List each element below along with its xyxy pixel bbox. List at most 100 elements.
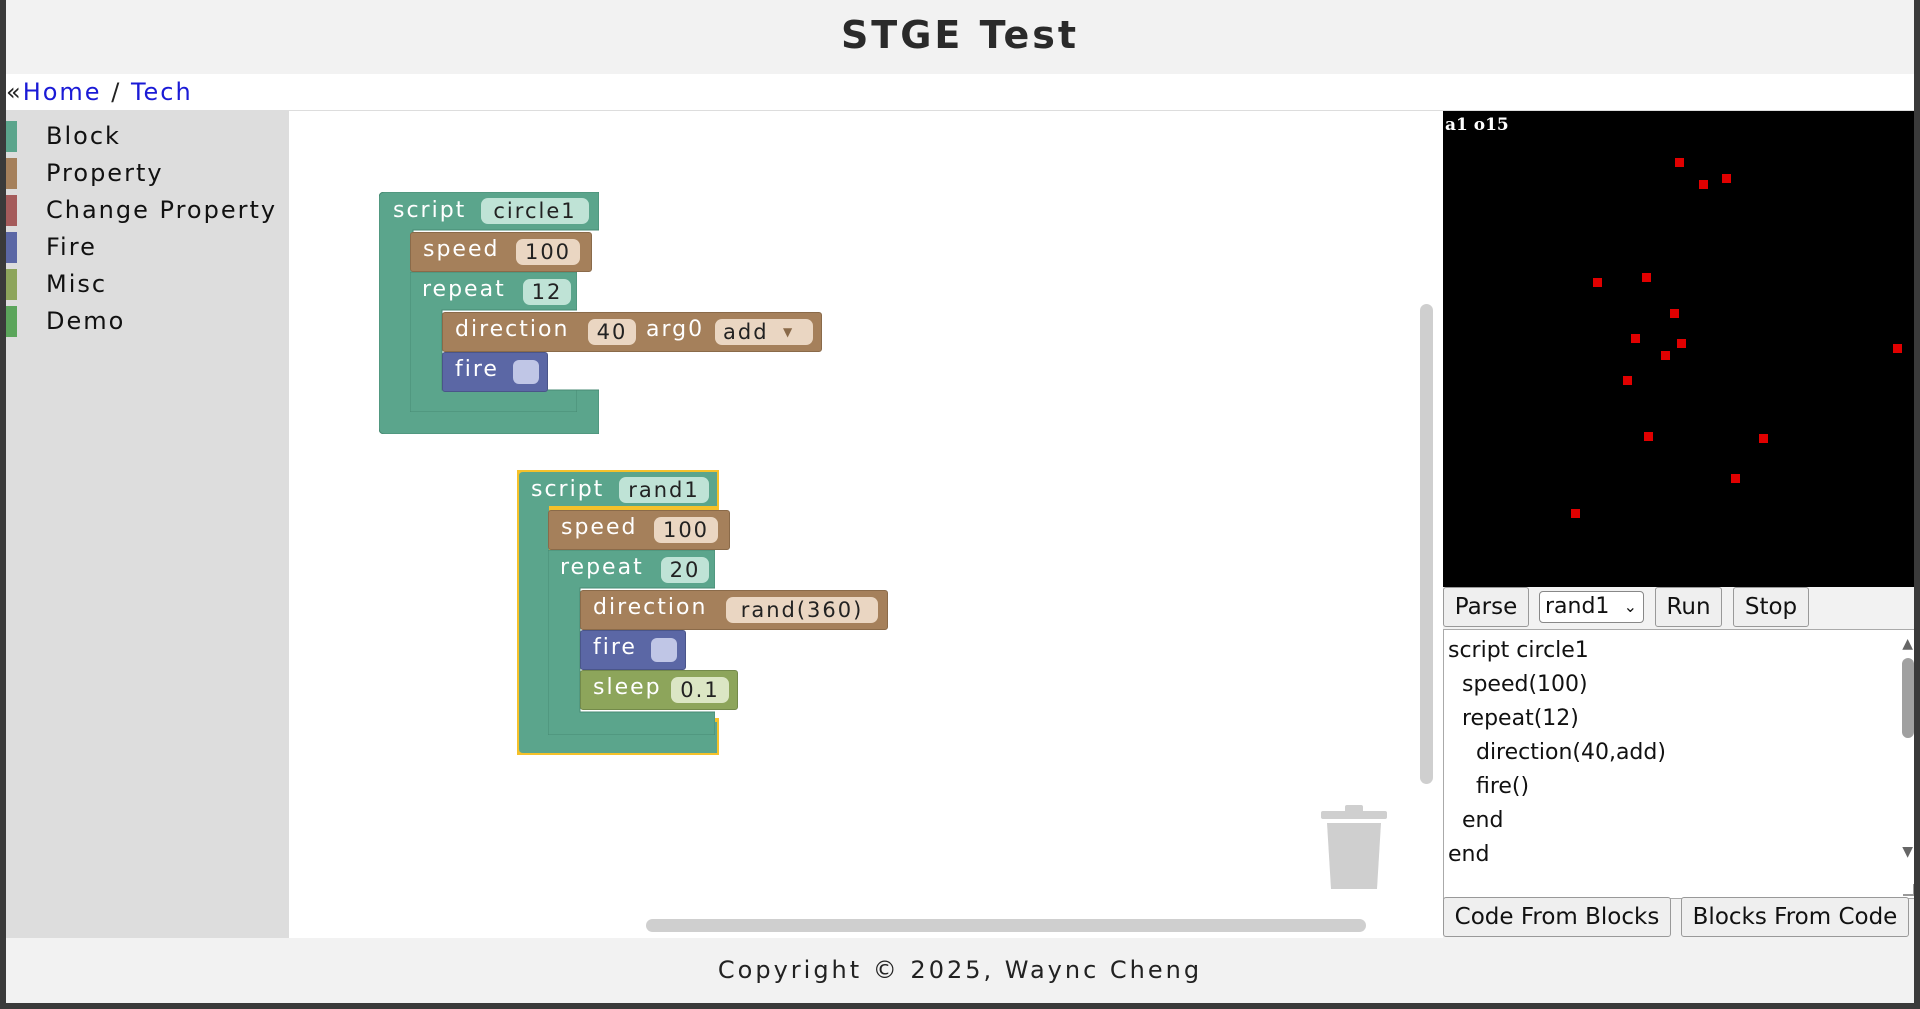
direction-value-field[interactable]: rand(360) [726,597,878,623]
workspace-vertical-scrollbar[interactable] [1420,304,1433,784]
page: STGE Test «Home / Tech Block Property Ch… [6,0,1914,1003]
repeat-block[interactable]: repeat 20 [548,550,715,735]
stop-button[interactable]: Stop [1733,587,1809,627]
fire-slot[interactable] [513,360,539,384]
category-color-swatch [6,232,17,263]
sleep-value-field[interactable]: 0.1 [671,677,729,703]
scroll-down-icon[interactable]: ▼ [1902,844,1913,860]
toolbox-category-demo[interactable]: Demo [6,303,289,340]
category-color-swatch [6,269,17,300]
bullet-sprite [1722,174,1731,183]
direction-label: direction [455,317,570,342]
chevron-down-icon: ⌄ [1623,597,1637,616]
script-keyword: script [531,477,605,502]
speed-value-field[interactable]: 100 [654,517,718,543]
toolbox-category-property[interactable]: Property [6,155,289,192]
bullet-sprite [1571,509,1580,518]
bullet-sprite [1759,434,1768,443]
direction-block[interactable]: direction rand(360) [580,590,888,630]
fire-slot[interactable] [651,638,677,662]
breadcrumb: «Home / Tech [6,74,1914,111]
copyright-text: Copyright © 2025, Waync Cheng [717,956,1203,984]
fire-label: fire [593,635,637,660]
script-name-field[interactable]: circle1 [481,198,589,224]
speed-label: speed [423,237,500,262]
code-textarea[interactable]: script circle1 speed(100) repeat(12) dir… [1443,629,1914,899]
bullet-sprite [1631,334,1640,343]
breadcrumb-separator: / [111,78,122,106]
bullet-sprite [1699,180,1708,189]
code-scrollbar-thumb[interactable] [1902,658,1914,738]
direction-mode-value: add [723,320,769,344]
direction-value-field[interactable]: 40 [588,319,636,345]
blocks-from-code-button[interactable]: Blocks From Code [1681,897,1909,937]
title-bar: STGE Test [6,0,1914,74]
script-name-field[interactable]: rand1 [619,477,709,503]
bullet-sprite [1670,309,1679,318]
code-from-blocks-button[interactable]: Code From Blocks [1443,897,1671,937]
direction-arg-label: arg0 [646,317,705,342]
sleep-block[interactable]: sleep 0.1 [580,670,738,710]
category-label: Property [46,159,164,187]
breadcrumb-home-link[interactable]: Home [22,78,102,106]
bullet-sprite [1661,351,1670,360]
bullet-sprite [1593,278,1602,287]
preview-panel: a1 o15 Parse rand1 ⌄ Run Stop script cir… [1443,111,1914,938]
breadcrumb-back-glyph: « [6,78,23,106]
toolbox-category-fire[interactable]: Fire [6,229,289,266]
fire-label: fire [455,357,499,382]
code-text: script circle1 speed(100) repeat(12) dir… [1448,638,1666,867]
parse-button[interactable]: Parse [1443,587,1529,627]
script-keyword: script [393,198,467,223]
category-color-swatch [6,306,17,337]
direction-mode-dropdown[interactable]: add ▼ [715,319,813,345]
block-toolbox: Block Property Change Property Fire Misc… [6,111,289,938]
category-color-swatch [6,121,17,152]
repeat-label: repeat [422,277,506,302]
toolbox-category-change-property[interactable]: Change Property [6,192,289,229]
speed-label: speed [561,515,638,540]
block-workspace[interactable]: script circle1 speed 100 repeat 12 direc… [289,111,1443,938]
bullet-sprite [1893,344,1902,353]
script-block-circle1[interactable]: script circle1 [379,192,599,434]
script-select[interactable]: rand1 ⌄ [1539,591,1644,623]
workspace-horizontal-scrollbar[interactable] [646,919,1366,932]
direction-label: direction [593,595,708,620]
trash-icon[interactable] [1319,805,1389,889]
bullet-sprite [1675,158,1684,167]
category-label: Fire [46,233,97,261]
fire-block[interactable]: fire [442,352,548,392]
page-title: STGE Test [840,13,1080,57]
category-label: Change Property [46,196,278,224]
category-color-swatch [6,195,17,226]
category-color-swatch [6,158,17,189]
toolbox-category-misc[interactable]: Misc [6,266,289,303]
speed-block[interactable]: speed 100 [410,232,592,272]
scroll-up-icon[interactable]: ▲ [1902,636,1913,652]
repeat-count-field[interactable]: 12 [523,279,571,305]
resize-handle-icon[interactable] [1903,884,1914,896]
speed-block[interactable]: speed 100 [548,510,730,550]
repeat-count-field[interactable]: 20 [661,557,709,583]
category-label: Block [46,122,121,150]
category-label: Misc [46,270,108,298]
toolbox-category-block[interactable]: Block [6,118,289,155]
sleep-label: sleep [593,675,662,700]
script-select-value: rand1 [1545,594,1610,619]
footer: Copyright © 2025, Waync Cheng [6,938,1914,1003]
run-button[interactable]: Run [1655,587,1722,627]
bullet-sprite [1642,273,1651,282]
dropdown-arrow-icon: ▼ [783,325,795,339]
bullet-sprite [1623,376,1632,385]
repeat-label: repeat [560,555,644,580]
bullet-sprite [1731,474,1740,483]
canvas-status-text: a1 o15 [1445,115,1509,135]
direction-block[interactable]: direction 40 arg0 add ▼ [442,312,822,352]
bullet-sprite [1677,339,1686,348]
breadcrumb-tech-link[interactable]: Tech [130,78,193,106]
repeat-block[interactable]: repeat 12 [410,272,577,412]
fire-block[interactable]: fire [580,630,686,670]
speed-value-field[interactable]: 100 [516,239,580,265]
bullet-sprite [1644,432,1653,441]
game-canvas: a1 o15 [1443,111,1914,587]
